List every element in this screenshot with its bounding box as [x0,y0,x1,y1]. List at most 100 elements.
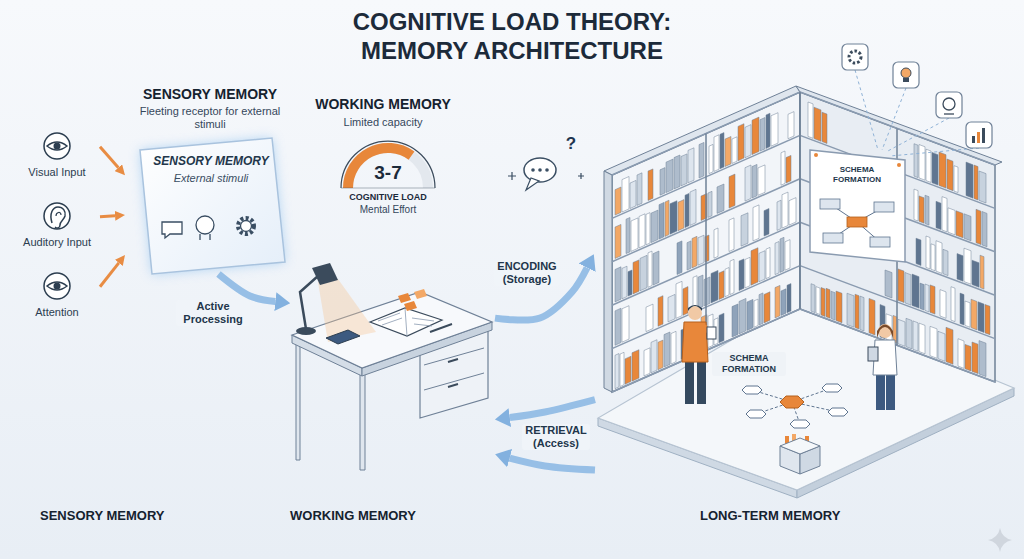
book [960,293,964,325]
sensory-panel-part [196,216,214,234]
file-box-part [780,438,820,454]
book [660,168,665,196]
idea-icons [842,44,992,156]
input-icons-part [56,212,61,216]
book [670,201,677,235]
sparkle-mark [988,528,1012,552]
book [847,293,854,327]
book [905,273,911,306]
stage-heading: WORKING MEMORY [298,96,468,113]
person-man [682,305,716,404]
connector-arrow [219,274,276,302]
book [788,112,794,139]
book [942,197,947,232]
input-cue: Auditory Input [14,200,100,256]
book [741,213,748,246]
book [940,290,946,319]
book [919,323,925,354]
book [719,313,724,343]
idea-icons-part [893,62,919,88]
panel-heading: SENSORY MEMORY [146,154,276,168]
book [747,299,753,330]
person-man-part [688,305,702,311]
book [965,344,971,371]
book [781,151,785,185]
book [704,277,710,306]
input-icons-part [54,283,61,290]
book [956,211,963,238]
sensory-panel-part [238,218,254,234]
book [898,269,904,303]
connector-arrow [510,458,595,470]
book [822,112,827,143]
desk-illustration-part [360,372,365,470]
input-icons-part [44,203,70,229]
book [760,118,765,152]
person-man-part [688,306,702,320]
book [814,107,821,141]
idea-icons-part [842,44,868,70]
input-cue: Visual Input [14,130,100,186]
stage-heading: SENSORY MEMORY [133,86,287,103]
book [752,164,757,198]
book [651,340,657,373]
board-heading: SCHEMA FORMATION [817,165,897,184]
book [980,255,984,289]
book [979,171,986,203]
book [739,298,746,334]
book [972,342,978,374]
book [615,224,621,258]
book [745,165,751,201]
book [664,332,670,367]
book [816,287,820,315]
book [936,241,942,274]
book [964,214,971,241]
book [831,291,835,320]
desk-illustration [292,263,492,470]
book [666,159,673,193]
desk-illustration-part [378,308,434,336]
person-woman-part [876,374,885,410]
book [714,228,718,258]
book [982,212,987,247]
book [979,341,986,377]
book [766,247,770,278]
book [919,145,925,181]
working-memory-desk: WORKING MEMORYLimited capacity3-7COGNITI… [290,92,495,472]
sensory-panel-part [162,222,182,238]
book [752,117,759,155]
book [764,292,770,323]
book [920,283,924,310]
input-cue: Attention [14,270,100,326]
book [753,205,759,241]
book [985,305,990,335]
book [932,152,938,185]
book [676,281,682,318]
book [885,270,892,298]
schema-board-part [814,153,818,157]
book [653,251,659,285]
connector-label: Active Processing [176,300,250,326]
book [729,218,734,252]
long-term-memory-library: SCHEMA FORMATIONSCHEMA FORMATION [595,38,1015,490]
book [836,291,842,323]
book [625,356,631,384]
schema-board-part [823,233,843,243]
book [633,260,639,294]
thought-bubble-icon-part [524,158,556,182]
book [651,210,658,243]
book [620,352,624,386]
connector-arrow [100,147,118,168]
book [972,260,979,287]
book [811,284,815,313]
book [754,299,758,327]
book [925,195,929,225]
book [720,133,724,169]
book [930,326,937,358]
sensory-panel-part [241,221,252,232]
book [971,299,977,330]
book [690,189,696,225]
desk-illustration-part [448,359,458,387]
schema-board-part [870,237,890,247]
book [855,294,859,329]
